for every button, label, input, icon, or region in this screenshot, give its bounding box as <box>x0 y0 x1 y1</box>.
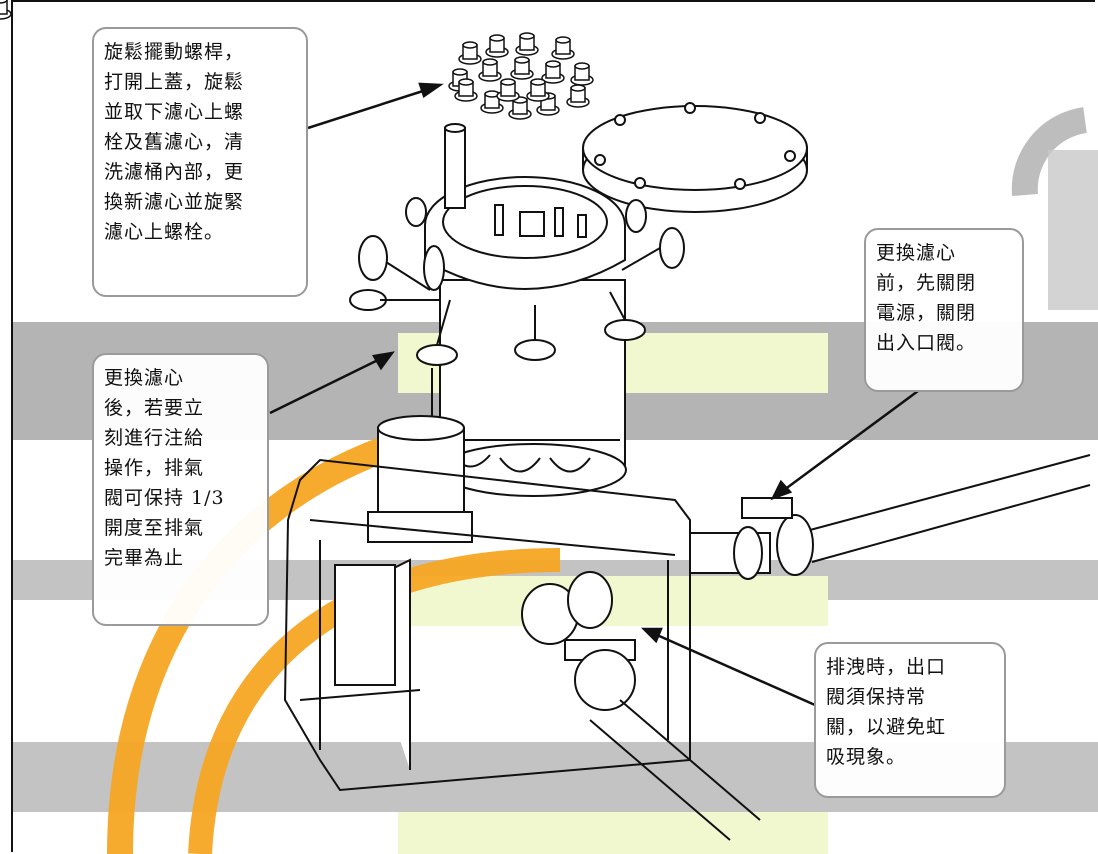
filter-housing-drawing <box>283 123 1091 841</box>
callout-replace-filter-steps: 旋鬆擺動螺桿， 打開上蓋，旋鬆 並取下濾心上螺 栓及舊濾心，清 洗濾桶內部，更 … <box>92 27 308 297</box>
callout-before-replace: 更換濾心 前，先關閉 電源，關閉 出入口閥。 <box>864 228 1024 392</box>
lid-drawing <box>582 102 808 213</box>
figure-frame <box>11 0 1095 852</box>
bolts-drawing <box>0 0 594 120</box>
callout-drain: 排洩時，出口 閥須保持常 關，以避免虹 吸現象。 <box>814 642 1006 798</box>
callout-after-replace: 更換濾心 後，若要立 刻進行注給 操作，排氣 閥可保持 1/3 開度至排氣 完畢… <box>92 353 269 626</box>
leader-arrows <box>269 82 919 707</box>
